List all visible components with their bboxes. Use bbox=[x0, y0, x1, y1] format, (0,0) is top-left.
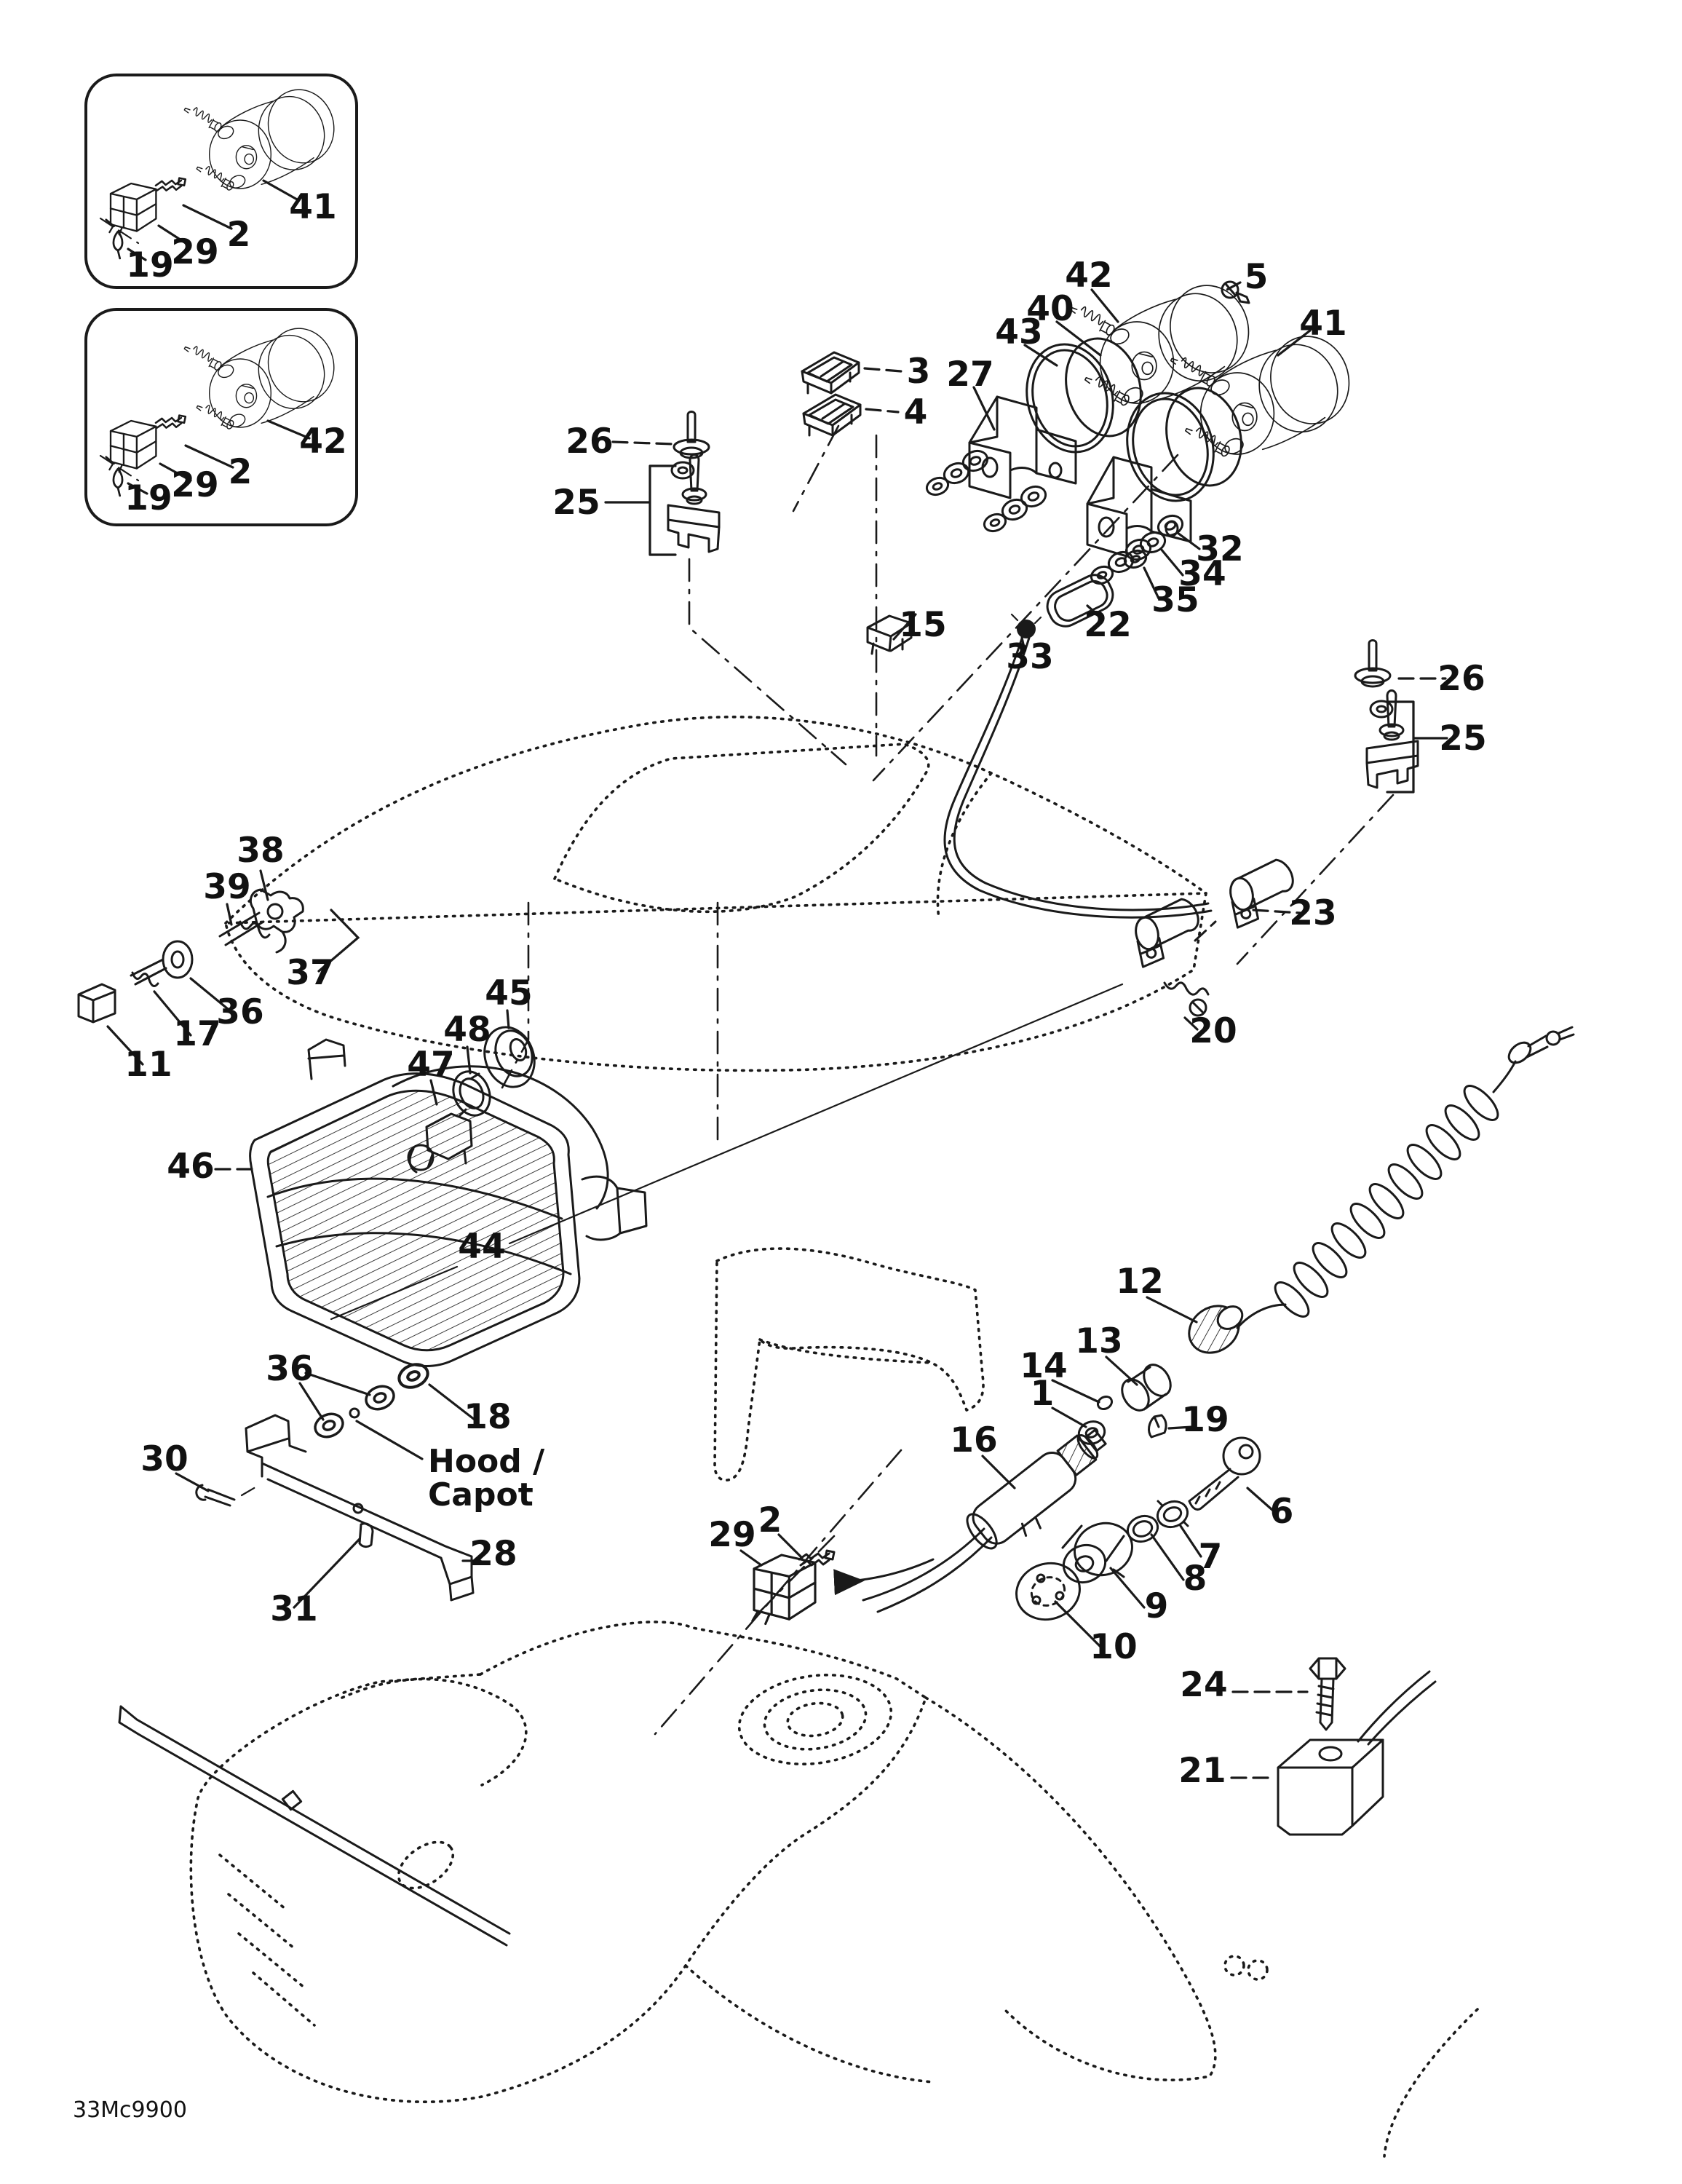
callout-14: 14 bbox=[1020, 1346, 1067, 1386]
callout-26-right: 26 bbox=[1437, 659, 1485, 699]
tether-cord-assembly bbox=[1236, 1026, 1575, 1329]
callout-42-top: 42 bbox=[1065, 256, 1112, 296]
callout-15: 15 bbox=[899, 605, 946, 645]
bracket-27-left bbox=[968, 395, 1077, 499]
hood-annotation-line2: Capot bbox=[428, 1476, 533, 1514]
callout-18: 18 bbox=[464, 1397, 511, 1437]
callout-11: 11 bbox=[124, 1045, 172, 1085]
callout-24: 24 bbox=[1180, 1665, 1227, 1705]
callout-37: 37 bbox=[286, 953, 333, 993]
callout-38: 38 bbox=[237, 831, 284, 871]
screw-5 bbox=[1221, 280, 1250, 304]
callout-44: 44 bbox=[458, 1227, 505, 1267]
hood-outline bbox=[224, 715, 1207, 1072]
callout-25-left: 25 bbox=[552, 483, 600, 523]
callout-21: 21 bbox=[1178, 1751, 1226, 1791]
callout-12: 12 bbox=[1116, 1262, 1163, 1302]
callout-29-lower: 29 bbox=[708, 1515, 755, 1555]
callout-31: 31 bbox=[270, 1589, 317, 1629]
hood-annotation-line1: Hood / bbox=[428, 1443, 545, 1480]
ignition-switch-assembly bbox=[833, 1305, 1261, 1621]
callout-45: 45 bbox=[485, 973, 532, 1013]
callout-42-inset: 42 bbox=[299, 422, 346, 462]
callout-29-inset2: 29 bbox=[171, 465, 218, 505]
callout-20: 20 bbox=[1189, 1011, 1237, 1051]
callout-2-inset: 2 bbox=[227, 215, 251, 255]
hood-support-bar bbox=[195, 1361, 475, 1602]
callout-23: 23 bbox=[1289, 893, 1336, 933]
callout-29-inset: 29 bbox=[171, 232, 218, 272]
callout-16: 16 bbox=[950, 1420, 997, 1460]
callout-19-inset2: 19 bbox=[124, 478, 172, 518]
callout-5: 5 bbox=[1245, 257, 1269, 297]
clip-alignment-dash bbox=[1194, 920, 1217, 942]
callout-35: 35 bbox=[1151, 580, 1199, 620]
callout-41-inset: 41 bbox=[289, 187, 336, 227]
callout-10: 10 bbox=[1090, 1627, 1137, 1667]
callout-39: 39 bbox=[203, 867, 250, 907]
bolt-24 bbox=[1309, 1657, 1346, 1731]
chassis-outline bbox=[189, 1621, 1479, 2158]
callout-27: 27 bbox=[946, 355, 993, 395]
connector-15 bbox=[866, 614, 913, 655]
resistor-block-21 bbox=[1277, 1670, 1437, 1836]
callout-32: 32 bbox=[1196, 529, 1243, 569]
callout-2-inset2: 2 bbox=[229, 452, 253, 492]
callout-25-right: 25 bbox=[1439, 719, 1486, 759]
callout-40: 40 bbox=[1026, 289, 1074, 329]
leader-lines bbox=[106, 281, 1448, 1779]
callout-36-hood: 36 bbox=[266, 1349, 313, 1389]
callout-36-latch: 36 bbox=[216, 992, 263, 1032]
gauge-assembly bbox=[923, 276, 1359, 587]
callout-48: 48 bbox=[443, 1010, 491, 1050]
wiring-cable bbox=[943, 635, 1213, 919]
callout-8: 8 bbox=[1183, 1559, 1207, 1599]
drawing-code: 33Mc9900 bbox=[73, 2097, 187, 2123]
hood-latch-assembly bbox=[77, 888, 304, 1024]
inset-box-gauge-42 bbox=[84, 308, 358, 526]
bracket-27-right bbox=[1086, 456, 1192, 558]
callout-47: 47 bbox=[407, 1045, 454, 1085]
rocker-switch-4 bbox=[802, 393, 862, 437]
callout-41-top: 41 bbox=[1299, 304, 1346, 344]
callout-7: 7 bbox=[1199, 1537, 1223, 1577]
callout-13: 13 bbox=[1075, 1321, 1122, 1361]
callout-22: 22 bbox=[1084, 605, 1131, 645]
callout-17: 17 bbox=[173, 1014, 221, 1054]
rocker-switch-3 bbox=[801, 351, 860, 395]
screw-20 bbox=[1163, 981, 1210, 1017]
alignment-lines bbox=[501, 424, 1395, 1736]
callout-labels: 41 2 29 19 42 2 29 19 3 4 27 43 40 42 5 … bbox=[73, 187, 1487, 2123]
inset-box-gauge-41 bbox=[84, 74, 358, 289]
steering-pad-outline bbox=[713, 1247, 985, 1481]
grommet-33 bbox=[1010, 613, 1042, 638]
callout-43: 43 bbox=[995, 312, 1042, 352]
callout-6: 6 bbox=[1270, 1492, 1294, 1532]
callout-19-inset: 19 bbox=[126, 245, 173, 285]
callout-26-left: 26 bbox=[566, 422, 613, 462]
callout-46: 46 bbox=[167, 1147, 214, 1187]
callout-19-switch: 19 bbox=[1181, 1400, 1229, 1440]
callout-3: 3 bbox=[907, 352, 931, 392]
callout-34: 34 bbox=[1178, 554, 1226, 594]
callout-30: 30 bbox=[140, 1439, 188, 1479]
cap-22 bbox=[1046, 574, 1114, 628]
headlight-assembly bbox=[249, 1026, 648, 1367]
callout-9: 9 bbox=[1145, 1586, 1169, 1626]
callout-4: 4 bbox=[904, 392, 928, 432]
callout-2-lower: 2 bbox=[758, 1500, 782, 1540]
callout-1: 1 bbox=[1031, 1374, 1055, 1414]
callout-33: 33 bbox=[1006, 637, 1053, 677]
chassis-rail bbox=[118, 1705, 511, 1947]
toggle-switch-right bbox=[1354, 639, 1419, 789]
reference-line-44 bbox=[330, 983, 1124, 1321]
toggle-switch-left bbox=[667, 411, 721, 553]
callout-28: 28 bbox=[469, 1534, 517, 1574]
